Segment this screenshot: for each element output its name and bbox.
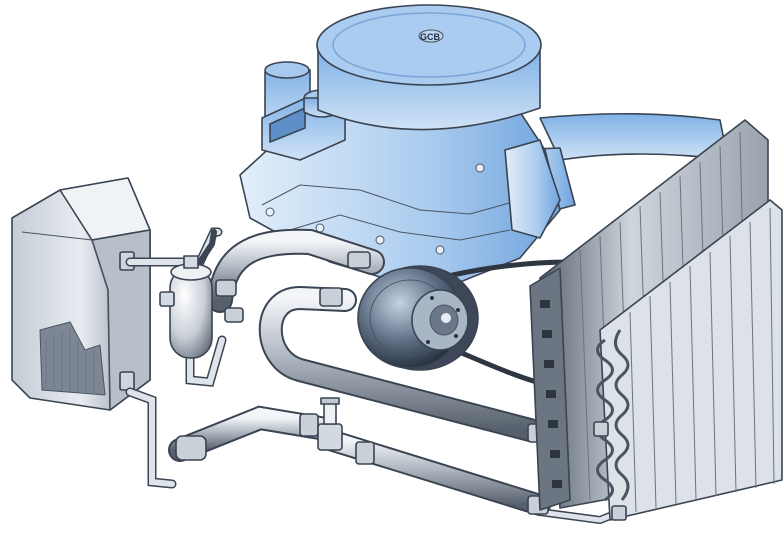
hose-fittings	[175, 251, 549, 515]
condenser-coil	[596, 329, 630, 502]
evaporator-core-cutaway	[39, 321, 106, 396]
compressor	[357, 265, 479, 371]
air-cleaner-lid	[316, 4, 542, 86]
condenser	[529, 119, 783, 521]
receiver-drier	[159, 255, 213, 359]
air-cleaner-logo: GCB	[420, 32, 441, 42]
service-tee-valve	[317, 397, 343, 451]
intake-pipe	[539, 112, 729, 161]
condenser-fins	[629, 207, 775, 513]
evaporator-fins	[45, 330, 95, 393]
evaporator-unit	[11, 177, 151, 411]
